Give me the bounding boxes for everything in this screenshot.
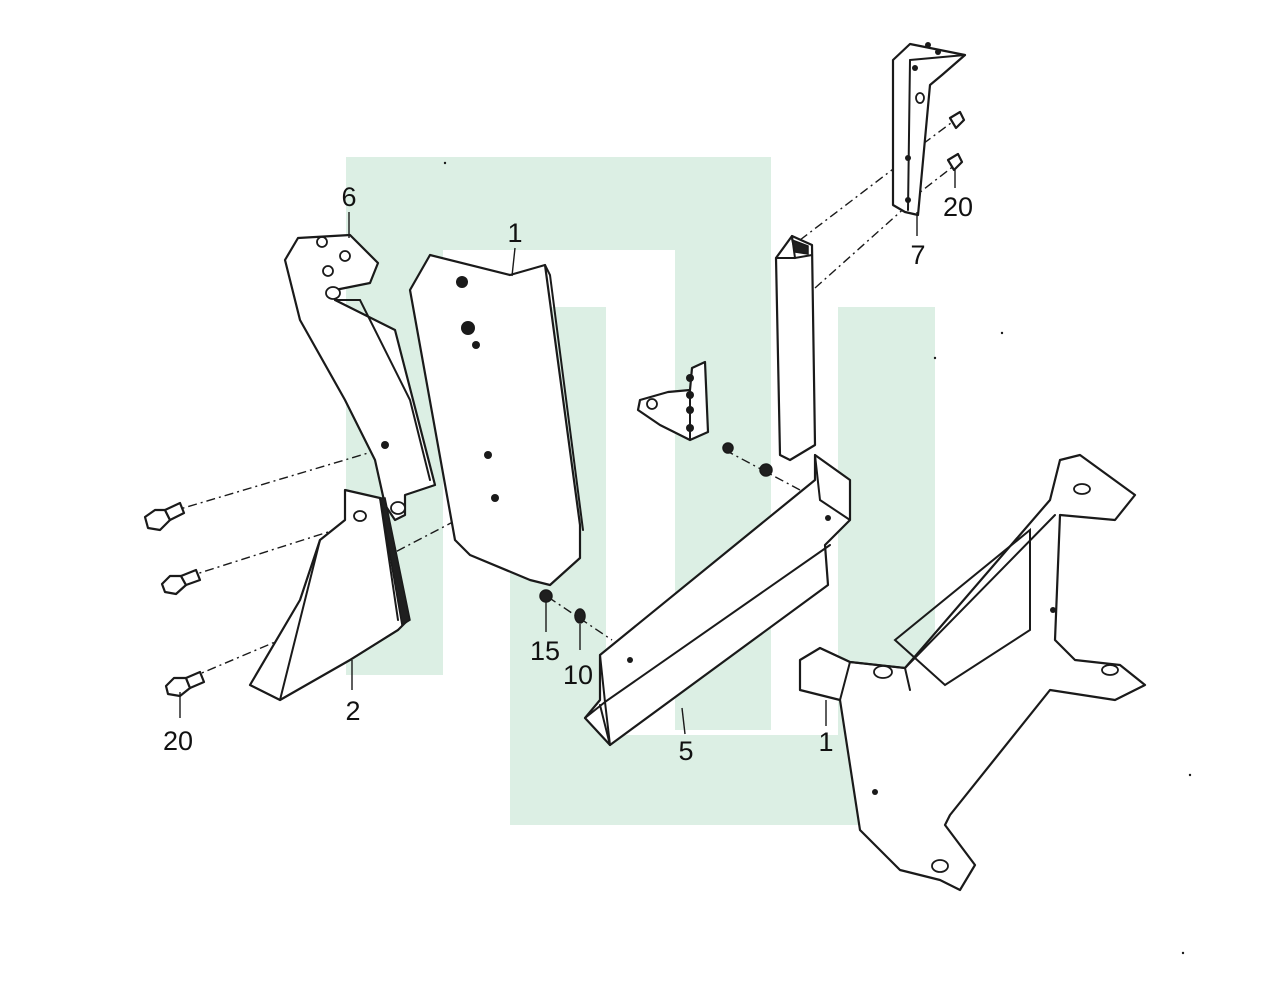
washer-part-10 xyxy=(574,608,586,624)
vertical-strip xyxy=(774,234,817,462)
scan-specks xyxy=(443,161,1192,955)
callout-part-1-upper: 1 xyxy=(507,218,522,248)
plate-part-1-upper xyxy=(408,253,584,587)
hex-bolt-upper-left xyxy=(143,501,186,532)
hex-bolt-middle-left xyxy=(160,568,202,596)
callout-part-1-lower: 1 xyxy=(818,727,833,757)
callout-part-5: 5 xyxy=(678,736,693,766)
callout-part-2: 2 xyxy=(345,696,360,726)
callout-part-10: 10 xyxy=(563,660,593,690)
gusset-part-2 xyxy=(248,488,411,702)
leader-lines xyxy=(179,170,956,735)
washer-nut-middle xyxy=(722,442,773,477)
callout-part-15: 15 xyxy=(530,636,560,666)
bracket-part-6 xyxy=(283,233,437,522)
bracket-part-7 xyxy=(891,42,967,217)
callout-part-6: 6 xyxy=(341,182,356,212)
channel-part-5 xyxy=(583,453,852,747)
callout-labels: 6 1 20 2 15 10 5 1 7 20 xyxy=(163,182,973,766)
bolt-small-right-lower xyxy=(946,152,964,172)
callout-part-7: 7 xyxy=(910,240,925,270)
small-hinge-bracket xyxy=(636,360,710,442)
base-bracket-part-1-lower xyxy=(798,453,1147,892)
callout-part-20-right: 20 xyxy=(943,192,973,222)
hex-bolt-lower-left xyxy=(164,670,206,698)
bolt-small-right-upper xyxy=(948,110,966,130)
callout-part-20-left: 20 xyxy=(163,726,193,756)
washer-part-15 xyxy=(539,589,553,603)
